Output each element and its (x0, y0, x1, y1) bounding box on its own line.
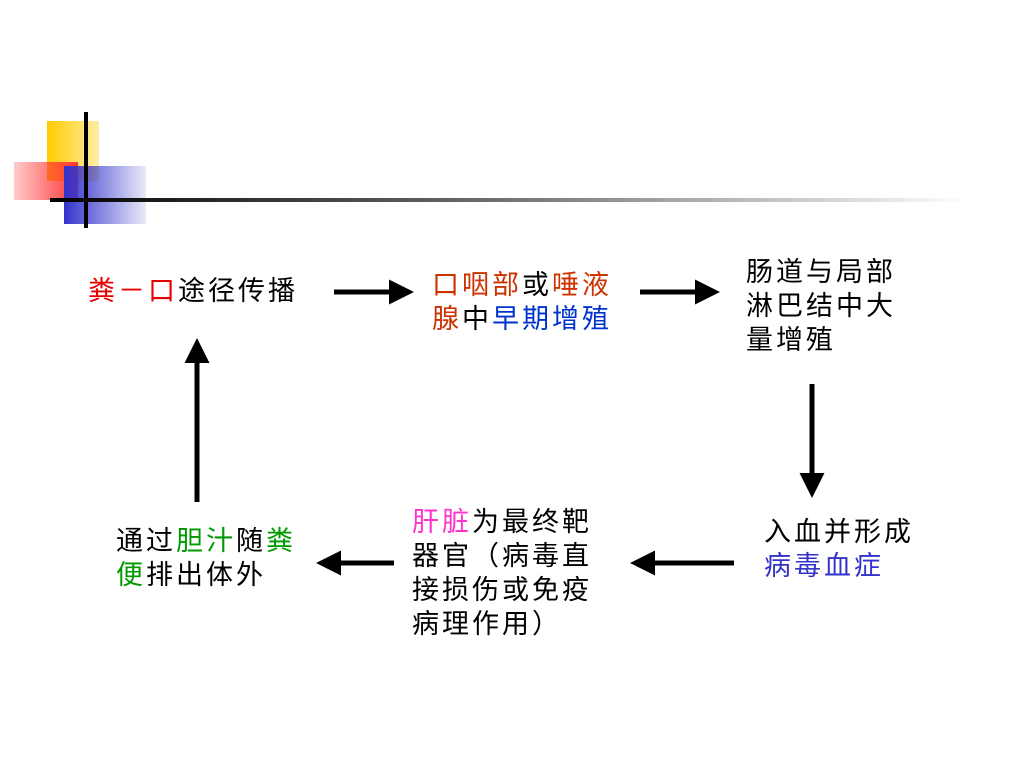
node-line: 病毒血症 (764, 550, 914, 584)
node-text-segment: 腺 (432, 304, 462, 335)
node-line: 病理作用） (412, 608, 592, 642)
node-text-segment: 排出体外 (146, 560, 266, 591)
node-text-segment: 粪 (266, 526, 296, 557)
node-text-segment: 为最终靶 (472, 507, 592, 538)
node-text-segment: 量增殖 (746, 325, 836, 356)
node-text-segment: 或 (522, 270, 552, 301)
node-text-segment: 通过 (116, 526, 176, 557)
node-line: 量增殖 (746, 324, 896, 358)
node-text-segment: 途径传播 (178, 276, 298, 307)
node-line: 淋巴结中大 (746, 290, 896, 324)
node-text-segment: 唾液 (552, 270, 612, 301)
node-text-segment: 接损伤或免疫 (412, 575, 592, 606)
node-bile: 通过胆汁随粪 便排出体外 (116, 525, 296, 593)
node-line: 便排出体外 (116, 559, 296, 593)
node-text-segment: 口咽部 (432, 270, 522, 301)
node-text-segment: 肠道与局部 (746, 257, 896, 288)
node-viremia: 入血并形成 病毒血症 (764, 516, 914, 584)
node-fecal-oral: 粪－口途径传播 (88, 275, 298, 309)
node-text-segment: 病理作用） (412, 609, 562, 640)
node-text-segment: 器官（病毒直 (412, 541, 592, 572)
node-line: 口咽部或唾液 (432, 269, 612, 303)
node-text-segment: 中 (462, 304, 492, 335)
node-line: 接损伤或免疫 (412, 574, 592, 608)
node-text-segment: 肝脏 (412, 507, 472, 538)
node-intestine: 肠道与局部 淋巴结中大 量增殖 (746, 256, 896, 358)
node-text-segment: 粪－口 (88, 276, 178, 307)
node-text-segment: 早期增殖 (492, 304, 612, 335)
node-line: 入血并形成 (764, 516, 914, 550)
node-text-segment: 胆汁 (176, 526, 236, 557)
node-line: 腺中早期增殖 (432, 303, 612, 337)
node-liver: 肝脏为最终靶 器官（病毒直 接损伤或免疫 病理作用） (412, 506, 592, 642)
node-text-segment: 随 (236, 526, 266, 557)
node-line: 通过胆汁随粪 (116, 525, 296, 559)
node-line: 肝脏为最终靶 (412, 506, 592, 540)
node-text-segment: 便 (116, 560, 146, 591)
node-line: 器官（病毒直 (412, 540, 592, 574)
title-rule (50, 198, 970, 202)
node-text-segment: 淋巴结中大 (746, 291, 896, 322)
node-line: 肠道与局部 (746, 256, 896, 290)
ornament-vertical-line (84, 112, 88, 228)
node-line: 粪－口途径传播 (88, 275, 298, 309)
node-text-segment: 病毒血症 (764, 551, 884, 582)
node-text-segment: 入血并形成 (764, 517, 914, 548)
ornament-blue-square (64, 166, 146, 224)
node-pharynx: 口咽部或唾液 腺中早期增殖 (432, 269, 612, 337)
